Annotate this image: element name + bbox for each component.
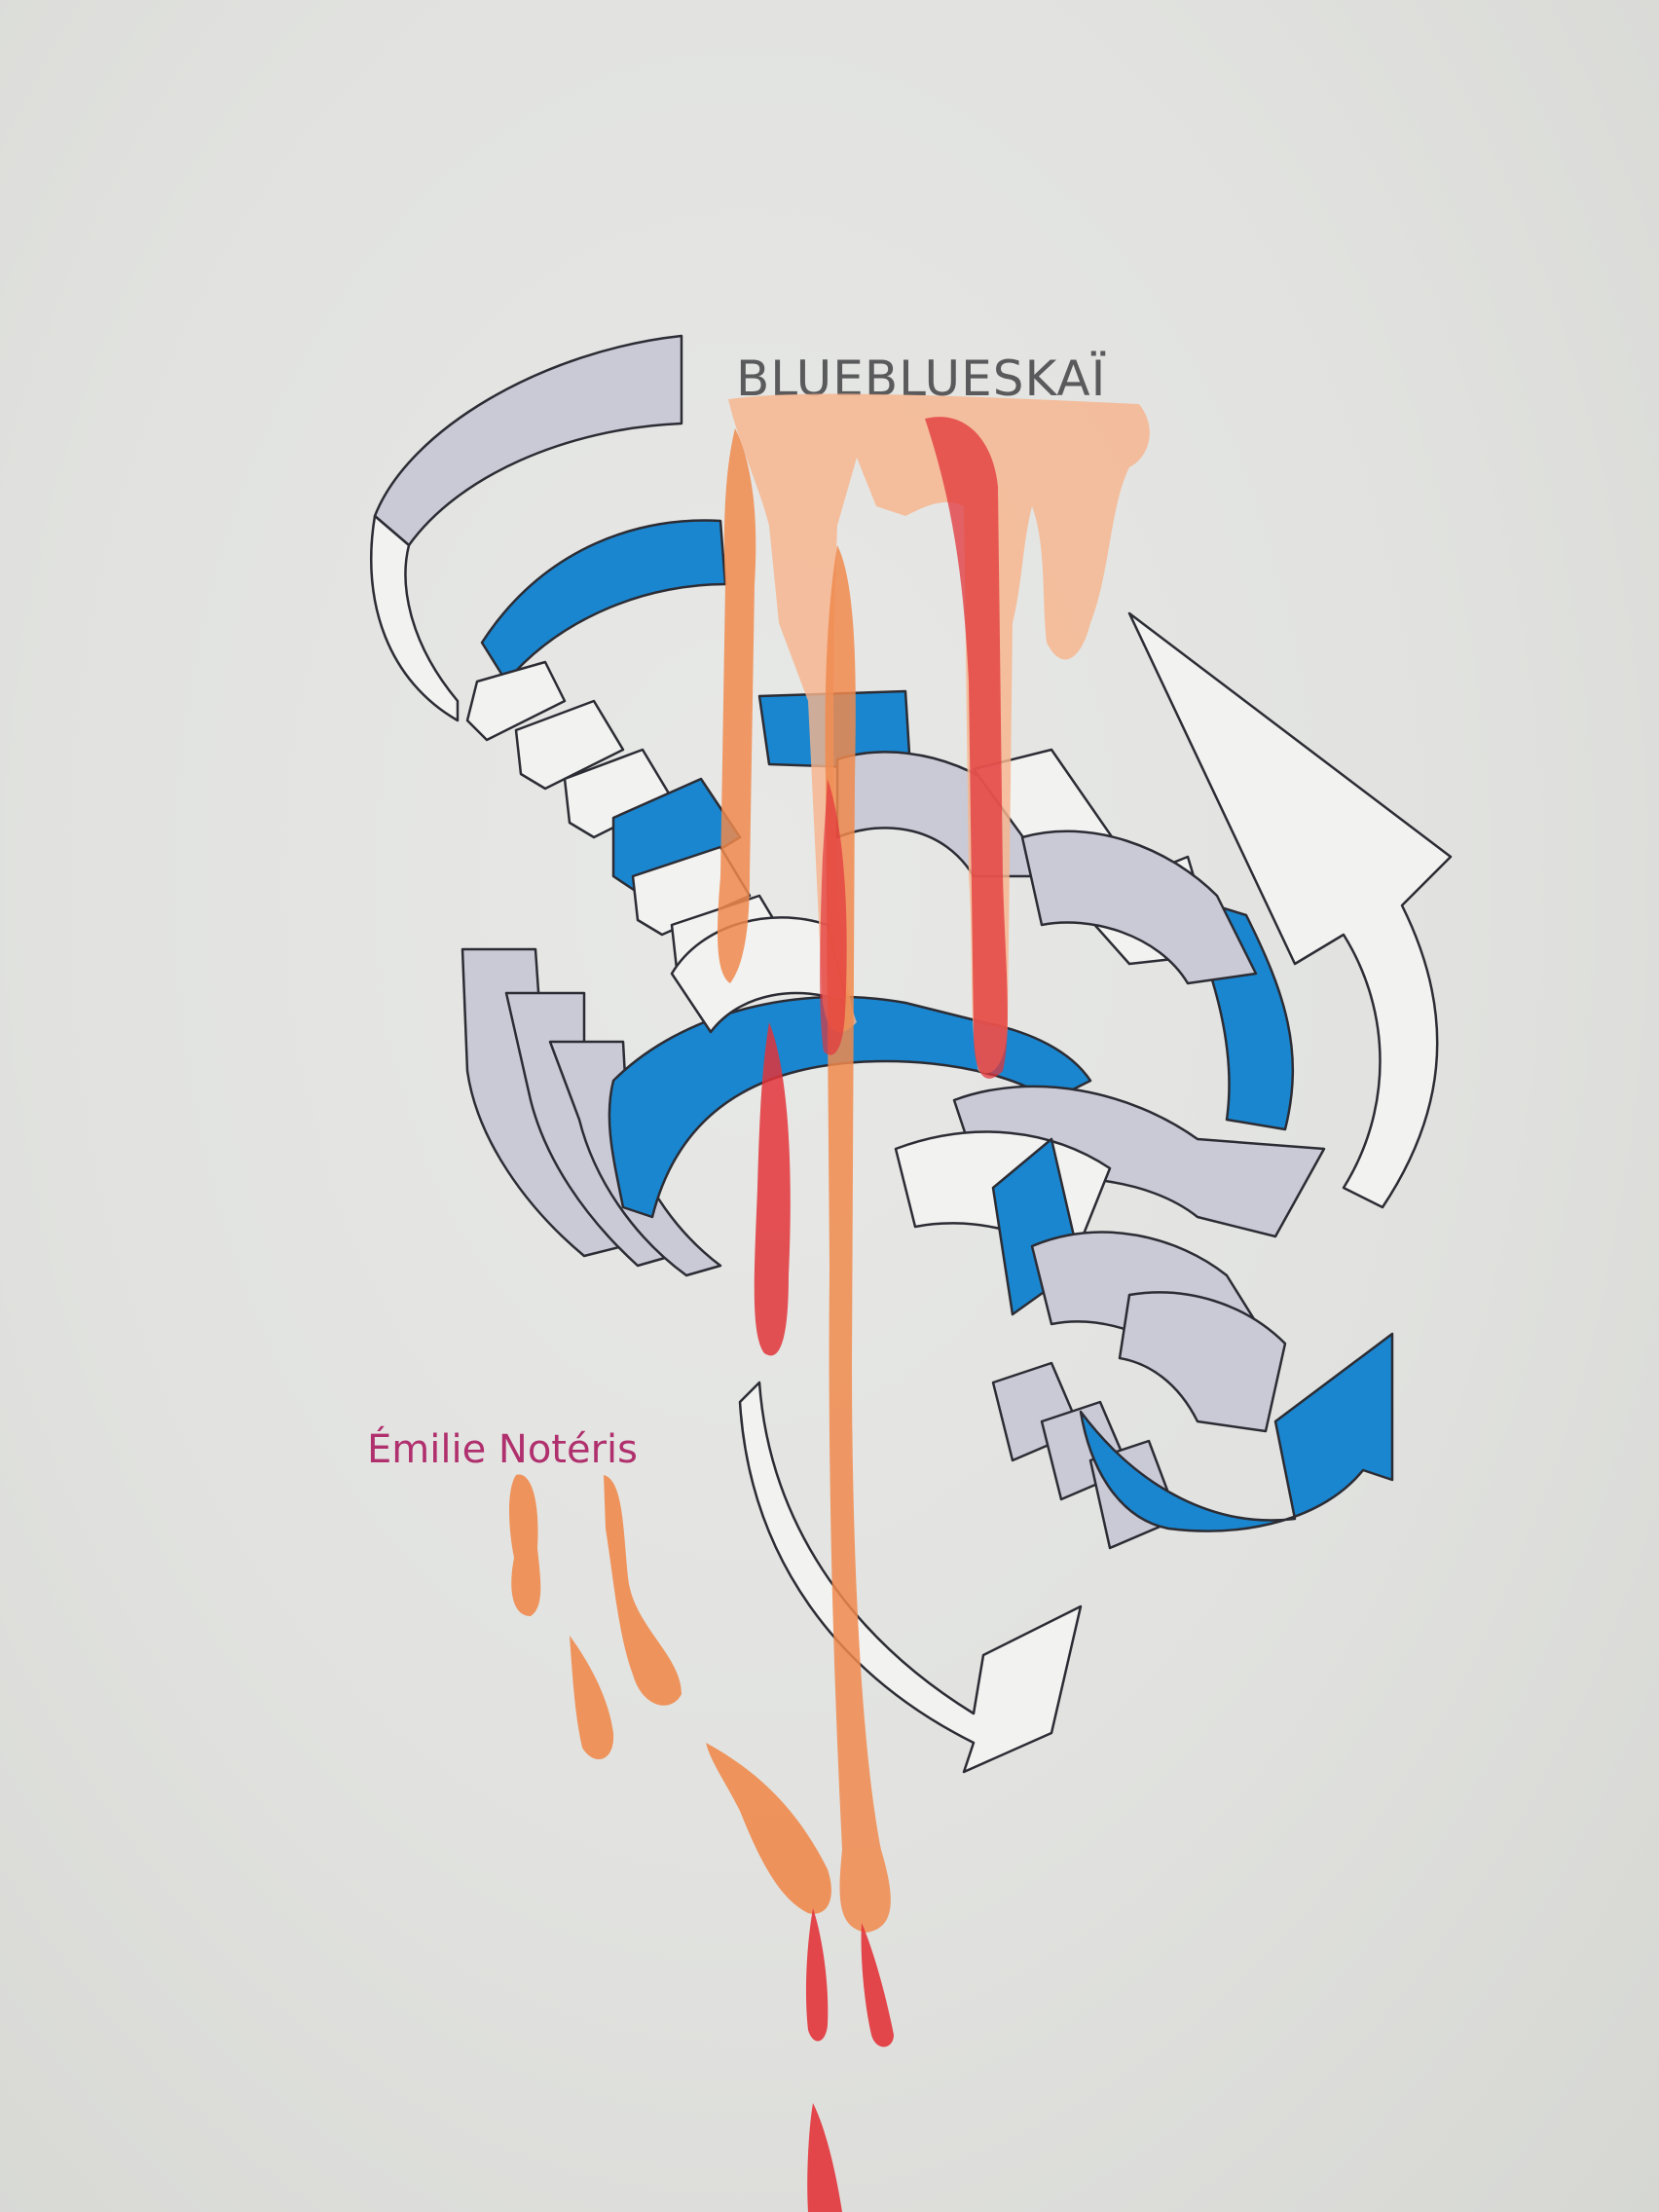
ribbon-top-grey: [373, 334, 683, 547]
arrow-bottom-long: [738, 1381, 1083, 1774]
ribbon-blue-bottom: [1079, 1332, 1394, 1532]
book-author: Émilie Notéris: [367, 1427, 638, 1472]
chevron-1: [465, 660, 567, 742]
ribbon-blue-1: [480, 519, 727, 683]
arrow-right-large: [1127, 611, 1453, 1209]
swirl-grey-3: [1118, 1291, 1287, 1433]
ribbon-top-white: [369, 514, 460, 722]
chevron-2: [514, 699, 625, 791]
book-title: BLUEBLUESKAÏ: [736, 350, 1107, 407]
